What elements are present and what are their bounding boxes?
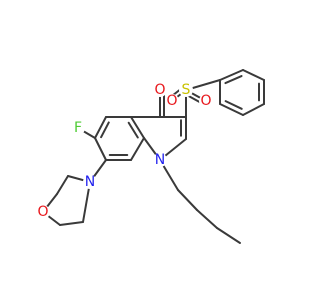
atom-label-n_morpholine: N [85,174,95,190]
bond-ph1-ph2-inner [224,75,243,85]
atom-bg-o_sulfonyl_a [165,94,179,108]
atom-label-o_sulfonyl_b: O [200,93,211,109]
atom-bg-n_quinolone [153,153,167,167]
bond-ph4-ph5 [242,103,265,116]
atom-label-o_morpholine: O [37,204,48,220]
atom-label-s_sulfonyl: S [182,82,191,98]
bond-cb1-cb2 [177,189,198,211]
atom-label-n_quinolone: N [155,152,165,168]
atom-label-f: F [74,120,82,136]
bond-cm1-cm2 [56,175,69,195]
bond-c8a-c4a [130,116,145,139]
atom-label-o_sulfonyl_a: O [166,93,177,109]
bond-ph5-ph6-inner [224,100,243,110]
bond-cb2-cb3 [196,209,218,229]
atom-bg-n_morpholine [83,175,97,189]
atom-bg-o_carbonyl [153,83,167,97]
atom-bg-o_sulfonyl_b [199,94,213,108]
bond-c5-c6-inner [100,121,110,139]
bond-cb3-cb4 [216,227,241,244]
bond-c8a-c4a-inner [127,121,139,139]
atom-bg-o_morpholine [36,205,50,219]
bond-ph1-ph2 [219,69,244,81]
bond-cm3-cm4 [59,221,84,226]
bond-ph2-ph3 [242,69,265,81]
bond-c8-c8a [130,137,145,161]
bond-c5-c6 [94,116,107,139]
bond-c6-c7 [94,137,107,161]
atom-bg-f [71,121,85,135]
atom-label-o_carbonyl: O [154,82,165,98]
atom-bg-s_sulfonyl [179,83,193,97]
bond-ph5-ph6 [219,103,244,116]
